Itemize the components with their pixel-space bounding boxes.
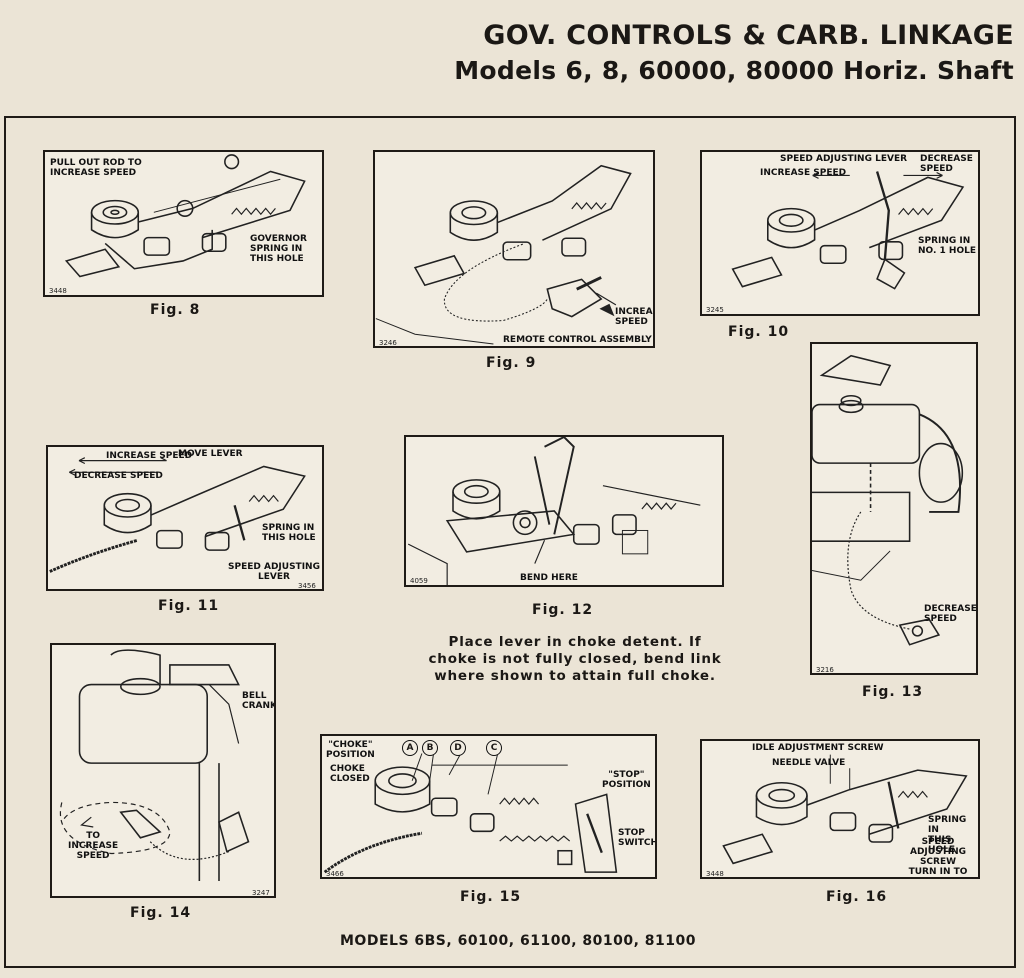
- engine-drawing-14: [59, 649, 250, 882]
- marker-b: B: [422, 740, 438, 756]
- label-decrease-speed: DECREASE SPEED: [74, 471, 163, 481]
- figure-16-illustration: IDLE ADJUSTMENT SCREW NEEDLE VALVE SPRIN…: [700, 739, 980, 879]
- label-move-lever: MOVE LEVER: [178, 449, 243, 459]
- caption-fig-15: Fig. 15: [460, 889, 522, 905]
- drawing-number: 3246: [379, 339, 397, 347]
- carburetor-drawing-16: [722, 754, 968, 865]
- label-needle-valve: NEEDLE VALVE: [772, 758, 846, 768]
- drawing-number: 3247: [252, 889, 270, 897]
- drawing-number: 3245: [706, 306, 724, 314]
- diagram-frame: [4, 116, 1016, 968]
- choke-instruction-note: Place lever in choke detent. If choke is…: [428, 634, 722, 684]
- label-spring-hole: SPRING IN THIS HOLE: [928, 815, 967, 855]
- label-to-increase-speed: TO INCREASE SPEED: [68, 831, 119, 861]
- drawing-number: 4059: [410, 577, 428, 585]
- models-footer: MODELS 6BS, 60100, 61100, 80100, 81100: [340, 933, 696, 949]
- carburetor-drawing-15: [323, 753, 618, 874]
- label-choke-position: "CHOKE" POSITION: [326, 740, 375, 760]
- caption-fig-16: Fig. 16: [826, 889, 888, 905]
- marker-c: C: [486, 740, 502, 756]
- engine-drawing-13: [812, 354, 964, 646]
- label-increase-speed: INCREASE SPEED: [106, 451, 193, 461]
- label-increase-speed: INCREASE SPEED: [615, 307, 653, 327]
- carburetor-drawing-12: [407, 437, 701, 585]
- label-stop-position: "STOP" POSITION: [602, 770, 651, 790]
- label-stop-switch: STOP SWITCH: [618, 828, 657, 848]
- label-speed-adjusting-lever: SPEED ADJUSTING LEVER: [780, 154, 908, 164]
- carburetor-drawing-11: [49, 457, 306, 573]
- label-speed-adjusting-screw: SPEED ADJUSTING SCREW TURN IN TO INCREAS…: [908, 837, 968, 877]
- caption-fig-8: Fig. 8: [150, 302, 201, 318]
- carburetor-drawing-8: [64, 154, 306, 278]
- carburetor-drawing-10: [731, 171, 965, 290]
- figure-15-illustration: "CHOKE" POSITION CHOKE CLOSED "STOP" POS…: [320, 734, 657, 879]
- figure-8-illustration: PULL OUT ROD TO INCREASE SPEED GOVERNOR …: [43, 150, 324, 297]
- label-remote-control-assembly: REMOTE CONTROL ASSEMBLY: [503, 335, 652, 345]
- page-title: GOV. CONTROLS & CARB. LINKAGE: [483, 20, 1014, 51]
- marker-a: A: [402, 740, 418, 756]
- label-decrease-speed: DECREASE SPEED: [920, 154, 973, 174]
- figure-14-illustration: BELL CRANK TO INCREASE SPEED 3247: [50, 643, 276, 898]
- label-idle-adjustment-screw: IDLE ADJUSTMENT SCREW: [752, 743, 884, 753]
- label-speed-adjusting-lever: SPEED ADJUSTING LEVER: [228, 562, 320, 582]
- label-choke-closed: CHOKE CLOSED: [330, 764, 370, 784]
- marker-d: D: [450, 740, 466, 756]
- carburetor-drawing-9: [375, 164, 632, 345]
- drawing-number: 3216: [816, 666, 834, 674]
- label-spring-hole: SPRING IN THIS HOLE: [262, 523, 316, 543]
- label-spring-hole: SPRING IN NO. 1 HOLE: [918, 236, 976, 256]
- drawing-number: 3466: [326, 870, 344, 878]
- caption-fig-9: Fig. 9: [486, 355, 537, 371]
- caption-fig-14: Fig. 14: [130, 905, 192, 921]
- caption-fig-11: Fig. 11: [158, 598, 220, 614]
- figure-10-illustration: SPEED ADJUSTING LEVER INCREASE SPEED DEC…: [700, 150, 980, 316]
- drawing-number: 3448: [706, 870, 724, 878]
- figure-9-illustration: INCREASE SPEED REMOTE CONTROL ASSEMBLY 3…: [373, 150, 655, 348]
- caption-fig-13: Fig. 13: [862, 684, 924, 700]
- figure-13-illustration: DECREASE SPEED 3216: [810, 342, 978, 675]
- caption-fig-10: Fig. 10: [728, 324, 790, 340]
- label-bend-here: BEND HERE: [520, 573, 578, 583]
- label-governor-spring: GOVERNOR SPRING IN THIS HOLE: [250, 234, 307, 264]
- page-subtitle: Models 6, 8, 60000, 80000 Horiz. Shaft: [454, 56, 1014, 85]
- figure-11-illustration: INCREASE SPEED DECREASE SPEED MOVE LEVER…: [46, 445, 324, 591]
- drawing-number: 3448: [49, 287, 67, 295]
- label-increase-speed: INCREASE SPEED: [760, 168, 847, 178]
- label-decrease-speed: DECREASE SPEED: [924, 604, 977, 624]
- caption-fig-12: Fig. 12: [532, 602, 594, 618]
- figure-12-illustration: BEND HERE 4059: [404, 435, 724, 587]
- drawing-number: 3456: [298, 582, 316, 590]
- label-bell-crank: BELL CRANK: [242, 691, 276, 711]
- label-pull-out-rod: PULL OUT ROD TO INCREASE SPEED: [50, 158, 142, 178]
